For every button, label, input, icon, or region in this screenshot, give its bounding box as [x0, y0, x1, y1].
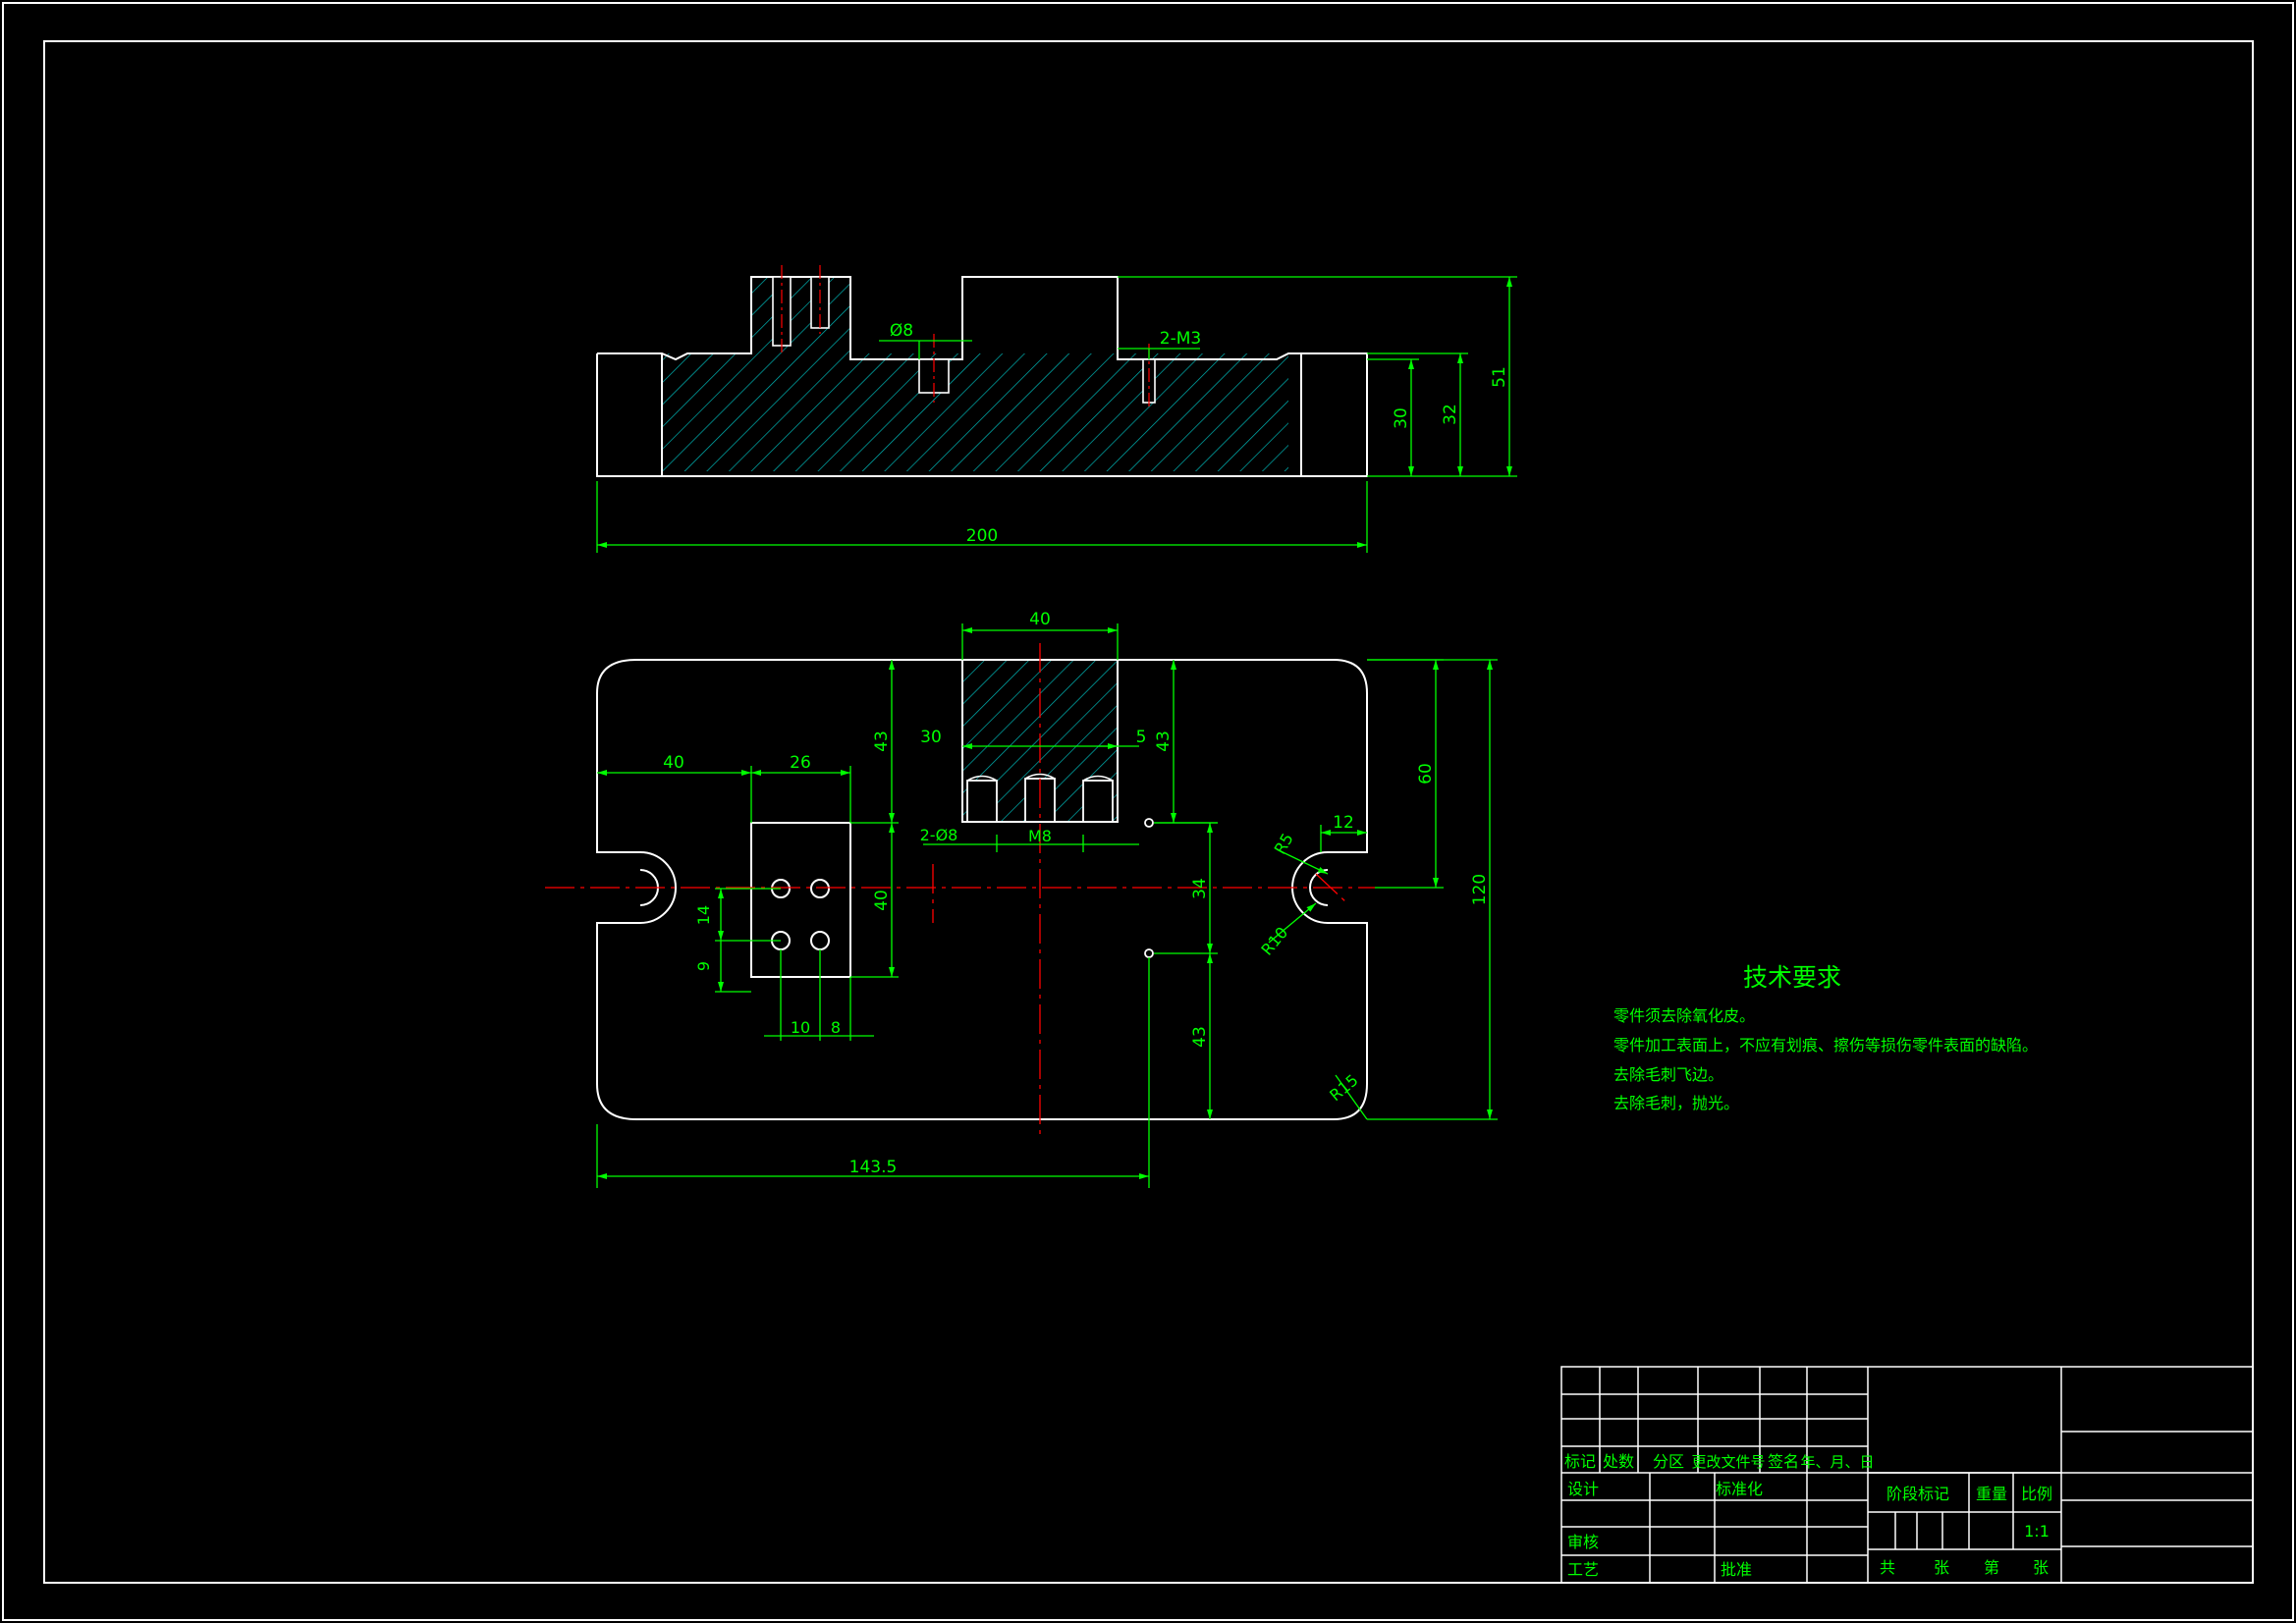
tb-sheets2: 张	[2033, 1558, 2049, 1577]
tb-scale: 比例	[2021, 1485, 2052, 1503]
plan-view: 40 30 5 43 43 40 26 60 120 12 R5 R10 2-Ø…	[545, 610, 1498, 1188]
dim-43-a: 43	[872, 730, 892, 752]
dim-2phi8: 2-Ø8	[920, 826, 958, 844]
dim-10: 10	[791, 1018, 810, 1037]
dim-60: 60	[1416, 763, 1436, 784]
tb-count: 处数	[1603, 1452, 1634, 1471]
tb-nth: 第	[1984, 1558, 1999, 1577]
dim-2m3: 2-M3	[1160, 329, 1201, 349]
dim-r5: R5	[1271, 830, 1297, 857]
tb-weight: 重量	[1976, 1485, 2007, 1503]
tb-date: 年、月、日	[1800, 1453, 1874, 1471]
dim-40-top: 40	[1029, 610, 1051, 629]
dim-143-5: 143.5	[849, 1158, 898, 1177]
dim-phi8: Ø8	[890, 321, 913, 341]
elevation-outline	[596, 276, 1368, 477]
tech-item-1: 零件须去除氧化皮。	[1613, 1006, 1755, 1025]
elevation-hatch	[662, 277, 1288, 471]
elevation-view: Ø8 2-M3 200 30 32 51	[596, 265, 1517, 553]
tb-docno: 更改文件号	[1691, 1453, 1765, 1471]
dim-14: 14	[694, 905, 713, 925]
tb-mark: 标记	[1564, 1452, 1596, 1471]
dim-200: 200	[966, 526, 998, 546]
tech-requirements: 技术要求 零件须去除氧化皮。 零件加工表面上，不应有划痕、擦伤等损伤零件表面的缺…	[1613, 963, 2038, 1112]
dim-12: 12	[1333, 813, 1354, 833]
title-block	[1560, 1366, 2254, 1584]
dim-43-c: 43	[1190, 1026, 1210, 1048]
tech-title: 技术要求	[1743, 963, 1841, 992]
plan-outline	[596, 659, 1368, 1120]
tb-standardize: 标准化	[1716, 1480, 1763, 1498]
dim-26: 26	[790, 753, 811, 773]
dim-40-left: 40	[663, 753, 684, 773]
tb-review: 审核	[1567, 1533, 1599, 1551]
dim-32: 32	[1441, 404, 1460, 425]
tb-zone: 分区	[1653, 1452, 1684, 1471]
dim-30: 30	[920, 728, 942, 747]
dim-34: 34	[1190, 878, 1210, 899]
tb-approve: 批准	[1721, 1560, 1752, 1579]
inner-frame	[43, 40, 2254, 1584]
tb-scale-value: 1:1	[2024, 1522, 2050, 1541]
tech-item-3: 去除毛刺飞边。	[1613, 1065, 1723, 1084]
dim-40-v: 40	[872, 890, 892, 911]
dim-30: 30	[1392, 407, 1411, 429]
dim-m8: M8	[1028, 827, 1052, 845]
dim-120: 120	[1470, 874, 1490, 905]
dim-43-b: 43	[1154, 730, 1174, 752]
tb-process: 工艺	[1567, 1560, 1599, 1579]
dim-5: 5	[1136, 728, 1147, 747]
tb-design: 设计	[1567, 1480, 1599, 1498]
tb-stage-mark: 阶段标记	[1886, 1485, 1949, 1503]
tech-item-2: 零件加工表面上，不应有划痕、擦伤等损伤零件表面的缺陷。	[1613, 1036, 2038, 1055]
tb-total: 共	[1880, 1558, 1895, 1577]
title-block-labels: 标记 处数 分区 更改文件号 签名 年、月、日 设计 标准化 审核 工艺 批准 …	[1564, 1452, 2052, 1579]
left-block	[750, 822, 851, 978]
dim-r15: R15	[1326, 1070, 1361, 1105]
dim-8: 8	[831, 1018, 841, 1037]
dim-51: 51	[1490, 366, 1509, 388]
tb-sign: 签名	[1768, 1452, 1799, 1471]
tb-sheets1: 张	[1934, 1558, 1949, 1577]
tech-item-4: 去除毛刺，抛光。	[1613, 1094, 1739, 1112]
dim-9: 9	[694, 961, 713, 971]
